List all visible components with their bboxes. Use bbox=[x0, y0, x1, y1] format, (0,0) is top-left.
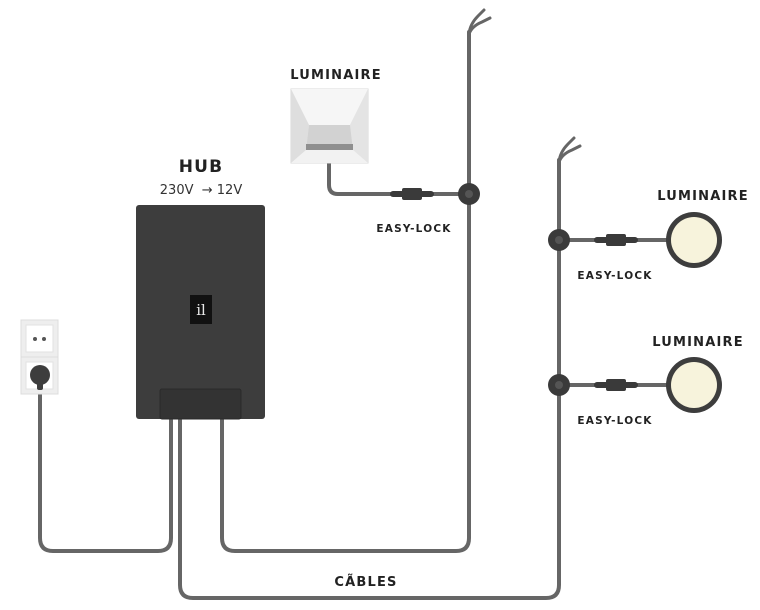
label-easy-lock-right-2: EASY-LOCK bbox=[577, 415, 652, 427]
wall-socket-icon bbox=[20, 319, 59, 395]
wall-luminaire-icon bbox=[290, 88, 369, 164]
cable-outlet-to-hub bbox=[38, 380, 173, 553]
hub: il bbox=[136, 205, 265, 420]
hub-logo-text: il bbox=[196, 301, 206, 319]
cable-hub-to-riser-2 bbox=[178, 158, 561, 600]
plug-icon bbox=[30, 365, 50, 390]
junction-icon bbox=[458, 183, 570, 396]
hub-voltage: 230V → 12V bbox=[160, 183, 243, 198]
label-cables: CÃBLES bbox=[334, 574, 397, 590]
hub-connector-panel bbox=[159, 388, 242, 420]
label-easy-lock-top: EASY-LOCK bbox=[376, 223, 451, 235]
easy-lock-connector-icon bbox=[390, 188, 638, 391]
label-luminaire-top: LUMINAIRE bbox=[290, 68, 382, 83]
label-luminaire-right-2: LUMINAIRE bbox=[652, 335, 744, 350]
label-luminaire-right-1: LUMINAIRE bbox=[657, 189, 749, 204]
hub-title: HUB bbox=[179, 157, 224, 177]
hub-logo-icon bbox=[190, 295, 212, 324]
label-easy-lock-right-1: EASY-LOCK bbox=[577, 270, 652, 282]
round-luminaire-icon bbox=[666, 212, 722, 413]
cable-end-icon bbox=[467, 8, 582, 164]
cable-hub-to-riser-1 bbox=[220, 30, 471, 553]
cable-wall-luminaire bbox=[327, 161, 464, 196]
